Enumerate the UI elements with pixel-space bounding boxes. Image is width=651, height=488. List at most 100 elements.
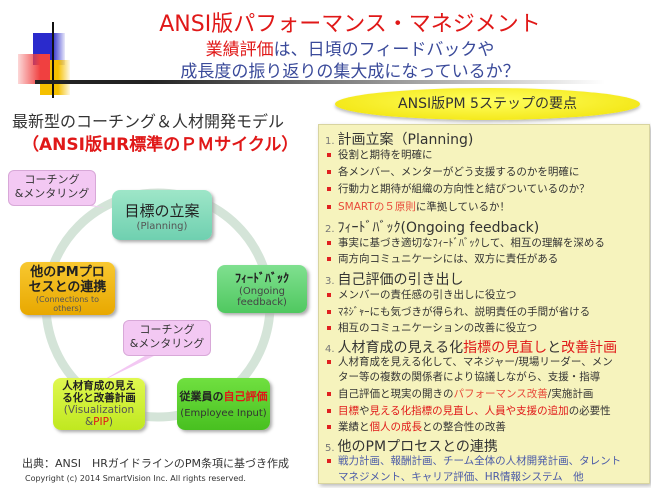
- text-segment: 戦力計画、報酬計画、チーム全体の人材開発計画、タレント: [338, 455, 622, 467]
- node-sublabel: (Planning): [136, 221, 188, 232]
- step-bullet: SMARTの５原則に準拠しているか！: [327, 199, 510, 214]
- node-feedback: ﾌｨｰﾄﾞﾊﾞｯｸ (Ongoing feedback): [217, 265, 307, 313]
- text-segment: /実施計画: [547, 388, 594, 400]
- step-bullet: 自己評価と現実の開きのパフォーマンス改善/実施計画: [327, 386, 593, 401]
- node-label: セスとの連携: [28, 280, 107, 295]
- step-heading: 4.人材育成の見える化指標の見直しと改善計画: [325, 337, 617, 357]
- step-number: 3.: [325, 276, 335, 287]
- text-segment: パフォーマンス改善: [453, 388, 548, 400]
- step-bullet: 業績と個人の成長との整合性の改善: [327, 419, 506, 434]
- text-segment: メンバーの責任感の引き出しに役立つ: [338, 289, 517, 301]
- step-heading: 3.自己評価の引き出し: [325, 269, 464, 289]
- node-sublabel: (Connections to: [35, 295, 100, 304]
- node-sublabel: (Ongoing: [238, 286, 286, 297]
- steps-panel: 1.計画立案（Planning)役割と期待を明確に各メンバー、メンターがどう支援…: [318, 124, 650, 484]
- text-segment: SMARTの５原則: [338, 201, 416, 213]
- text-segment: 個人の成長: [369, 421, 423, 433]
- step-bullet: 相互のコミュニケーションの改善に役立つ: [327, 320, 537, 335]
- step-bullet: 人材育成を見える化して、マネジャー/現場リーダー、メン: [327, 354, 613, 369]
- text-segment: 改善計画: [561, 340, 618, 356]
- step-bullet: 行動力と期待が組織の方向性と結びついているのか？: [327, 181, 590, 196]
- text-segment: 目標: [338, 405, 359, 417]
- node-sublabel: (Employee Input): [180, 408, 267, 419]
- node-sublabel: feedback): [237, 297, 287, 308]
- node-sublabel: others): [53, 304, 82, 313]
- step-bullet: 事実に基づき適切なﾌｨｰﾄﾞﾊﾞｯｸして、相互の理解を深める: [327, 235, 605, 250]
- step-bullet: ター等の複数の関係者により協議しながら、支援・指導: [338, 369, 600, 384]
- subtitle-text: は、日頃のフィードバックや: [273, 40, 495, 60]
- bullet-icon: [327, 360, 331, 364]
- model-title: 最新型のコーチング＆人材開発モデル: [12, 112, 285, 131]
- step-bullet: 目標や見える化指標の見直し、人員や支援の追加の必要性: [327, 403, 611, 418]
- step-number: 5.: [325, 443, 335, 454]
- text-segment: 事実に基づき適切なﾌｨｰﾄﾞﾊﾞｯｸして、相互の理解を深める: [338, 237, 605, 249]
- text-segment: 相互のコミュニケーションの改善に役立つ: [338, 322, 538, 334]
- text-segment: ﾌｨｰﾄﾞﾊﾞｯｸ(Ongoing feedback): [337, 220, 540, 236]
- bullet-icon: [327, 310, 331, 314]
- text-segment: 見える化指標の見直し、人員や支援の追加: [369, 405, 569, 417]
- model-subtitle: （ANSI版HR標準のＰＭサイクル）: [22, 135, 299, 155]
- step-heading: 5.他のPMプロセスとの連携: [325, 436, 498, 456]
- step-number: 4.: [325, 344, 335, 355]
- horizontal-rule: [35, 80, 605, 84]
- callout-line: &メンタリング: [14, 187, 90, 200]
- vertical-rule: [52, 22, 54, 98]
- node-sublabel: ): [108, 416, 114, 428]
- text-segment: 役割と期待を明確に: [338, 149, 433, 161]
- step-bullet: 両方向コミュニケーシには、双方に責任がある: [327, 251, 558, 266]
- bullet-icon: [327, 392, 331, 396]
- subtitle-line-1: 業績評価は、日頃のフィードバックや: [120, 35, 580, 60]
- step-bullet: 役割と期待を明確に: [327, 147, 433, 162]
- bullet-icon: [327, 257, 331, 261]
- text-segment: に準拠しているか！: [415, 201, 511, 213]
- bullet-icon: [327, 459, 331, 463]
- text-segment: 他のPMプロセスとの連携: [337, 439, 498, 455]
- subtitle-highlight: 業績評価: [205, 40, 274, 60]
- bullet-icon: [327, 187, 331, 191]
- coaching-callout-top: コーチング &メンタリング: [8, 170, 96, 206]
- text-segment: との整合性の改善: [422, 421, 506, 433]
- node-label: 他のPMプロ: [30, 265, 105, 280]
- node-label: 人材育成の見え: [62, 380, 136, 392]
- red-square-decoration: [18, 54, 50, 84]
- text-segment: 各メンバー、メンターがどう支援するのかを明確に: [338, 166, 580, 178]
- text-segment: 自己評価と現実の開きの: [338, 388, 454, 400]
- source-note: 出典：ANSI HRガイドラインのPM条項に基づき作成: [22, 457, 290, 470]
- callout-line: コーチング: [24, 173, 80, 186]
- text-segment: マネジメント、キャリア評価、HR情報システム 他: [338, 471, 584, 483]
- text-segment: ター等の複数の関係者により協議しながら、支援・指導: [338, 371, 601, 383]
- bullet-icon: [327, 241, 331, 245]
- step-bullet: マネジメント、キャリア評価、HR情報システム 他: [338, 469, 584, 484]
- callout-line: &メンタリング: [129, 337, 205, 350]
- bullet-icon: [327, 293, 331, 297]
- node-employee-input: 従業員の自己評価 (Employee Input): [177, 378, 270, 430]
- coaching-callout-middle: コーチング &メンタリング: [123, 320, 211, 356]
- node-visualization: 人材育成の見え る化と改善計画 (Visualization &PIP): [53, 378, 145, 430]
- text-segment: 人材育成の見える化: [337, 340, 464, 356]
- step-number: 1.: [325, 136, 335, 147]
- node-label: 目標の立案: [124, 202, 200, 220]
- text-segment: 指標の見直し: [463, 340, 548, 356]
- node-label: る化と改善計画: [62, 392, 136, 404]
- node-sublabel: &: [84, 416, 94, 428]
- bullet-icon: [327, 326, 331, 330]
- step-number: 2.: [325, 224, 335, 235]
- bullet-icon: [327, 170, 331, 174]
- text-segment: の必要性: [568, 405, 611, 417]
- copyright: Copyright (c) 2014 SmartVision Inc. All …: [25, 474, 246, 483]
- text-segment: 業績と: [338, 421, 370, 433]
- step-bullet: 各メンバー、メンターがどう支援するのかを明確に: [327, 164, 579, 179]
- callout-line: コーチング: [139, 323, 195, 336]
- bullet-icon: [327, 409, 331, 413]
- step-bullet: ﾏﾈｼﾞｬｰにも気づきが得られ、説明責任の手間が省ける: [327, 304, 590, 319]
- subtitle-line-2: 成長度の振り返りの集大成になっているか？: [180, 62, 520, 82]
- step-heading: 2.ﾌｨｰﾄﾞﾊﾞｯｸ(Ongoing feedback): [325, 217, 539, 237]
- node-label: 従業員の: [179, 390, 224, 403]
- text-segment: 人材育成を見える化して、マネジャー/現場リーダー、メン: [338, 356, 613, 368]
- text-segment: ﾏﾈｼﾞｬｰにも気づきが得られ、説明責任の手間が省ける: [338, 306, 591, 318]
- bullet-icon: [327, 425, 331, 429]
- node-planning: 目標の立案 (Planning): [112, 190, 212, 240]
- text-segment: 両方向コミュニケーシには、双方に責任がある: [338, 253, 559, 265]
- text-segment: 自己評価の引き出し: [337, 272, 464, 288]
